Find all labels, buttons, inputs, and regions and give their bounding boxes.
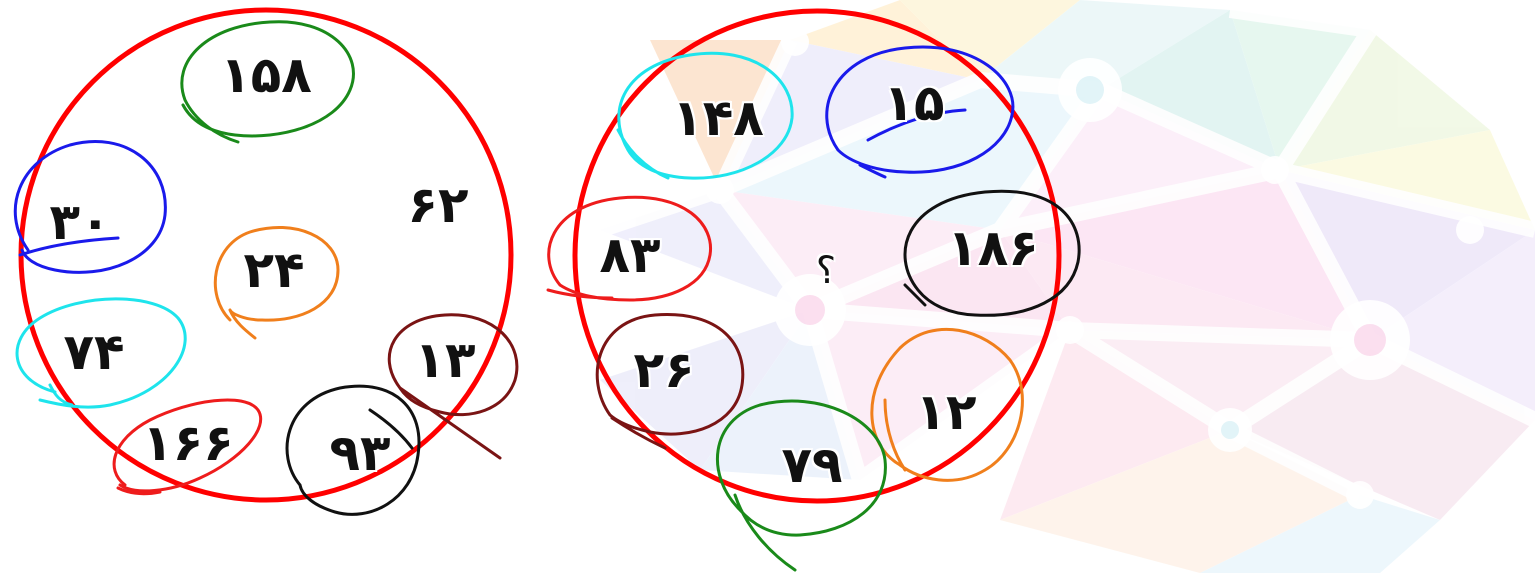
circle-mark-26: [595, 313, 745, 450]
right-number-186: ۱۸۶: [947, 219, 1039, 277]
right-outer-ring: [572, 8, 1062, 504]
circle-mark-148: [616, 51, 794, 180]
circle-mark-166: [112, 398, 263, 496]
left-number-30: ۳۰: [49, 193, 111, 251]
circle-mark-13: [387, 313, 519, 460]
circle-mark-24: [213, 226, 340, 340]
left-number-166: ۱۶۶: [142, 414, 234, 472]
left-number-62: ۶۲: [407, 176, 469, 234]
left-number-74: ۷۴: [63, 323, 125, 381]
left-number-24: ۲۴: [243, 241, 305, 299]
circle-mark-15: [825, 45, 1015, 179]
circle-mark-83: [546, 195, 713, 302]
circle-mark-12: [870, 327, 1024, 482]
circle-mark-186: [903, 189, 1081, 317]
right-number-79: ۷۹: [781, 436, 843, 494]
left-number-93: ۹۳: [329, 424, 391, 482]
circle-mark-79: [716, 399, 887, 572]
right-number-83: ۸۳: [599, 226, 661, 284]
circle-mark-93: [285, 384, 421, 516]
left-number-13: ۱۳: [414, 331, 476, 389]
right-center-question-mark: ؟: [815, 248, 837, 292]
right-number-12: ۱۲: [915, 383, 977, 441]
left-number-158: ۱۵۸: [220, 46, 312, 104]
circle-mark-74: [15, 297, 187, 409]
circle-mark-158: [180, 20, 355, 144]
right-number-15: ۱۵: [883, 74, 945, 132]
right-number-148: ۱۴۸: [672, 89, 764, 147]
circle-mark-30: [13, 140, 167, 274]
right-number-26: ۲۶: [633, 341, 695, 399]
